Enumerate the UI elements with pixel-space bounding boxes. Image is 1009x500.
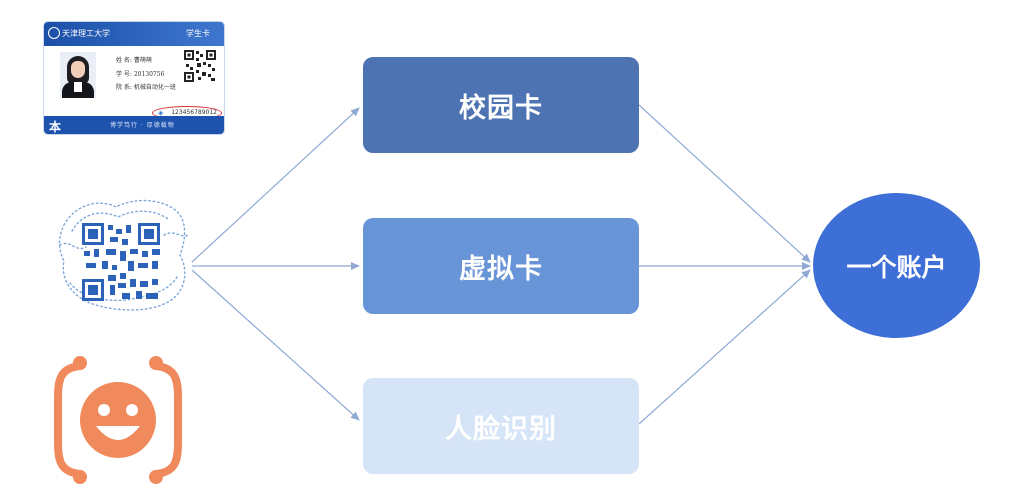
card-school-name: 天津理工大学 bbox=[62, 29, 110, 38]
card-qr-icon bbox=[184, 50, 216, 82]
card-name-line: 姓 名: 曹萌萌 bbox=[116, 57, 152, 64]
card-motto: 博学笃行 · 厚德载物 bbox=[110, 122, 175, 129]
campus-card-label: 校园卡 bbox=[459, 92, 543, 124]
campus-card-box: 校园卡 bbox=[363, 57, 639, 153]
arrow-face-recognition-to-account bbox=[638, 269, 811, 425]
student-id-card-image: 天津理工大学 学生卡 姓 名: 曹萌萌 学 号: 20130756 院 系: 机… bbox=[44, 22, 224, 134]
virtual-card-box: 虚拟卡 bbox=[363, 218, 639, 314]
card-student-id-line: 学 号: 20130756 bbox=[116, 71, 165, 78]
student-photo bbox=[60, 52, 96, 98]
school-seal-icon bbox=[48, 27, 60, 39]
card-type: 学生卡 bbox=[186, 29, 210, 38]
virtual-card-label: 虚拟卡 bbox=[459, 253, 543, 285]
card-footer-logo: 本 bbox=[49, 120, 62, 134]
qr-code-icon bbox=[58, 199, 189, 311]
arrow-campus-card-to-account bbox=[638, 104, 811, 263]
card-footer: 本 博学笃行 · 厚德载物 bbox=[44, 116, 224, 134]
face-recognition-box: 人脸识别 bbox=[363, 378, 639, 474]
account-label: 一个账户 bbox=[846, 252, 947, 282]
card-number: 123456789012 bbox=[171, 109, 217, 116]
account-circle: 一个账户 bbox=[813, 193, 980, 338]
arrow-qr-to-face-recognition bbox=[191, 269, 360, 421]
face-recognition-label: 人脸识别 bbox=[445, 413, 557, 445]
arrow-qr-to-campus-card bbox=[191, 107, 360, 263]
contactless-icon: ◈ bbox=[158, 109, 164, 117]
card-college-line: 院 系: 机械自动化一班 bbox=[116, 84, 176, 91]
card-header: 天津理工大学 学生卡 bbox=[44, 22, 224, 46]
face-recognition-icon bbox=[54, 356, 182, 484]
